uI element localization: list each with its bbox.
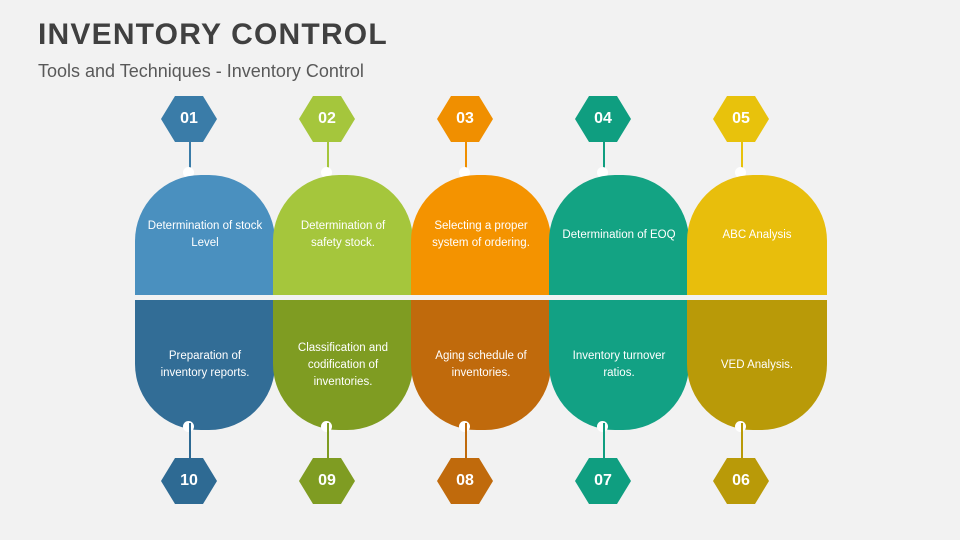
card-top-5[interactable]: ABC Analysis (687, 175, 827, 295)
card-bottom-2[interactable]: Classification and codification of inven… (273, 300, 413, 430)
step-badge-05[interactable]: 05 (713, 95, 769, 143)
step-badge-08[interactable]: 08 (437, 457, 493, 505)
connector-dot-top-5 (735, 167, 746, 178)
card-top-1[interactable]: Determination of stock Level (135, 175, 275, 295)
connector-line-top-3 (464, 141, 467, 177)
connector-line-top-4 (602, 141, 605, 177)
connector-line-bottom-5 (740, 423, 743, 459)
step-badge-02[interactable]: 02 (299, 95, 355, 143)
diagram-columns: 01 Determination of stock Level Preparat… (0, 95, 960, 515)
connector-line-bottom-1 (188, 423, 191, 459)
card-bottom-1[interactable]: Preparation of inventory reports. (135, 300, 275, 430)
step-badge-06[interactable]: 06 (713, 457, 769, 505)
step-badge-10[interactable]: 10 (161, 457, 217, 505)
step-badge-03[interactable]: 03 (437, 95, 493, 143)
connector-dot-top-3 (459, 167, 470, 178)
connector-dot-top-1 (183, 167, 194, 178)
card-bottom-5[interactable]: VED Analysis. (687, 300, 827, 430)
connector-dot-top-4 (597, 167, 608, 178)
connector-line-top-5 (740, 141, 743, 177)
card-top-4[interactable]: Determination of EOQ (549, 175, 689, 295)
page-subtitle: Tools and Techniques - Inventory Control (38, 61, 364, 81)
card-bottom-4[interactable]: Inventory turnover ratios. (549, 300, 689, 430)
card-bottom-3[interactable]: Aging schedule of inventories. (411, 300, 551, 430)
step-badge-04[interactable]: 04 (575, 95, 631, 143)
step-badge-09[interactable]: 09 (299, 457, 355, 505)
card-top-2[interactable]: Determination of safety stock. (273, 175, 413, 295)
page-title: INVENTORY CONTROL (38, 18, 388, 51)
connector-line-top-2 (326, 141, 329, 177)
connector-line-top-1 (188, 141, 191, 177)
connector-line-bottom-3 (464, 423, 467, 459)
card-top-3[interactable]: Selecting a proper system of ordering. (411, 175, 551, 295)
step-badge-07[interactable]: 07 (575, 457, 631, 505)
connector-line-bottom-2 (326, 423, 329, 459)
connector-dot-top-2 (321, 167, 332, 178)
step-badge-01[interactable]: 01 (161, 95, 217, 143)
connector-line-bottom-4 (602, 423, 605, 459)
